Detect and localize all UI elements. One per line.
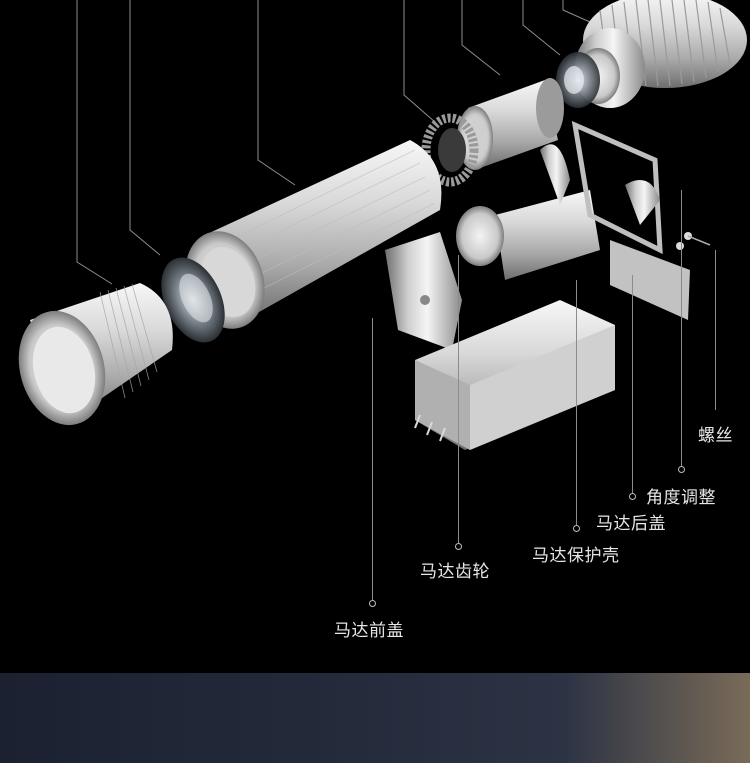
label-motor-front-cover: 马达前盖 — [334, 616, 404, 641]
front-ring-part — [6, 283, 172, 435]
label-screw: 螺丝 — [698, 421, 733, 446]
label-motor-gear: 马达齿轮 — [420, 557, 490, 582]
label-motor-housing: 马达保护壳 — [532, 541, 620, 566]
label-angle-adjust: 角度调整 — [646, 483, 716, 508]
motor-housing-part — [456, 190, 600, 280]
motor-gear-part — [385, 232, 462, 350]
heatsink-part — [575, 0, 747, 108]
label-motor-rear-cover: 马达后盖 — [596, 509, 666, 534]
bottom-gradient-band — [0, 673, 750, 763]
